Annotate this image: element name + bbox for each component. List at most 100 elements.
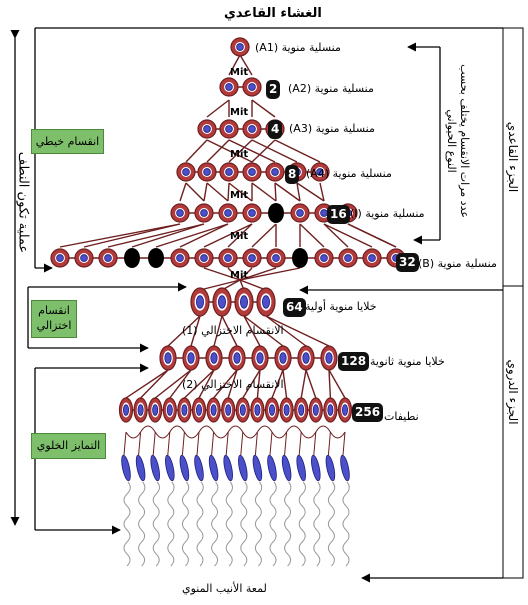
lineage-line [228,139,253,163]
lineage-line [59,223,181,248]
cell-b-2-nucleus [104,254,112,262]
lineage-line [305,369,317,399]
sperm-cytoplasm-1 [138,431,142,456]
sperm-tail-5 [196,481,204,567]
adluminal-vertical-label: الجزء الدروي [506,359,520,425]
lineage-line [185,139,208,163]
mitosis-box: انقسام خيطي [31,129,104,154]
lineage-line [251,139,276,163]
lineage-line [185,182,205,202]
lineage-line [228,182,253,202]
mit-label-5: Mit [230,231,249,242]
lineage-lines [59,54,397,567]
lineage-line [206,99,230,118]
lineage-line [125,369,169,399]
cell-i-1-nucleus [200,209,208,217]
lineage-line [183,369,215,399]
lineage-line [131,223,205,248]
primary-spermatocyte-3-nucleus [261,295,270,309]
row-label-primary: خلايا منوية أولية [305,300,377,313]
sperm-tail-10 [269,481,277,567]
differentiation-box: التمايز الخلوي [31,433,106,459]
lineage-line [251,182,277,202]
sperm-cytoplasm-15 [342,431,346,456]
sperm-head-10 [267,454,277,482]
lineage-line [107,223,205,248]
cell-b-0-nucleus [56,254,64,262]
sperm-cytoplasm-4 [181,431,185,456]
lineage-line [328,369,332,399]
secondary-spermatocyte-7-nucleus [325,352,333,364]
sperm-cytoplasm-10 [269,431,273,456]
cell-a4-4-nucleus [271,168,279,176]
count-badge-i: 16 [327,205,350,224]
cell-a4-6-nucleus [316,168,324,176]
sertoli-membrane [169,425,185,433]
row-label-spermatids: نطيفات [384,410,419,423]
lineage-line [198,369,215,399]
lineage-line [227,182,230,202]
sperm-tail-12 [298,481,306,567]
secondary-spermatocyte-6-nucleus [302,352,310,364]
lineage-line [251,223,277,248]
sperm-head-1 [135,454,146,482]
lineage-line [199,279,241,291]
lineage-line [206,139,253,163]
sperm-head-4 [179,454,190,482]
sperm-head-7 [223,454,233,482]
lineage-line [239,267,277,281]
spermatid-6-nucleus [210,404,217,416]
sperm-head-14 [325,454,336,482]
row-label-a1: منسلية منوية (A1) [255,41,341,54]
lineage-line [300,369,307,399]
sperm-tail-7 [225,481,233,567]
meiosis-box-label: انقسام اختزالي [36,304,72,332]
cell-b-9-nucleus [272,254,280,262]
lineage-line [203,223,253,248]
sperm-cytoplasm-6 [211,431,215,456]
cell-b-6-nucleus [200,254,208,262]
sperm-head-15 [340,454,350,482]
lineage-line [140,369,169,399]
lineage-line [251,139,298,163]
sperm-cytoplasm-14 [327,431,331,456]
primary-spermatocyte-1-nucleus [217,295,226,309]
sperm-cytoplasm-5 [196,431,200,456]
sperm-head-13 [311,454,321,482]
sperm-tail-11 [284,481,292,567]
cell-i-3-nucleus [248,209,256,217]
sperm-head-8 [238,454,248,482]
lineage-line [83,223,181,248]
sperm-head-5 [194,454,204,482]
sperm-cytoplasm-13 [313,431,317,456]
spermatid-3-nucleus [166,404,173,416]
lineage-line [228,139,276,163]
lineage-line [274,139,321,163]
lineage-line [169,369,192,399]
spermatid-14-nucleus [327,404,334,416]
spermatid-0-nucleus [123,404,130,416]
secondary-spermatocyte-0-nucleus [164,352,172,364]
lineage-line [239,267,253,281]
cell-a4-0-nucleus [182,168,190,176]
sperm-tail-1 [138,481,146,567]
lineage-line [239,54,253,76]
sperm-head-9 [252,454,263,482]
sperm-cytoplasm-8 [240,431,244,456]
sperm-tail-0 [123,481,131,567]
meiosis-1-label: الانقسام الاختزالي (1) [182,324,284,337]
lineage-line [243,315,261,347]
cell-a4-3-nucleus [248,168,256,176]
sperm-cytoplasm-9 [254,431,258,456]
cell-i-2-nucleus [224,209,232,217]
lineage-line [203,267,241,281]
secondary-spermatocyte-3-nucleus [233,352,241,364]
sertoli-membrane [329,431,346,439]
basal-membrane-label: الغشاء القاعدي [224,6,322,21]
sperm-cytoplasm-2 [152,431,156,456]
mit-label-1: Mit [230,67,249,78]
lineage-line [203,182,208,202]
lineage-line [228,54,241,76]
lineage-line [227,369,238,399]
cell-a3-2-nucleus [248,125,256,133]
